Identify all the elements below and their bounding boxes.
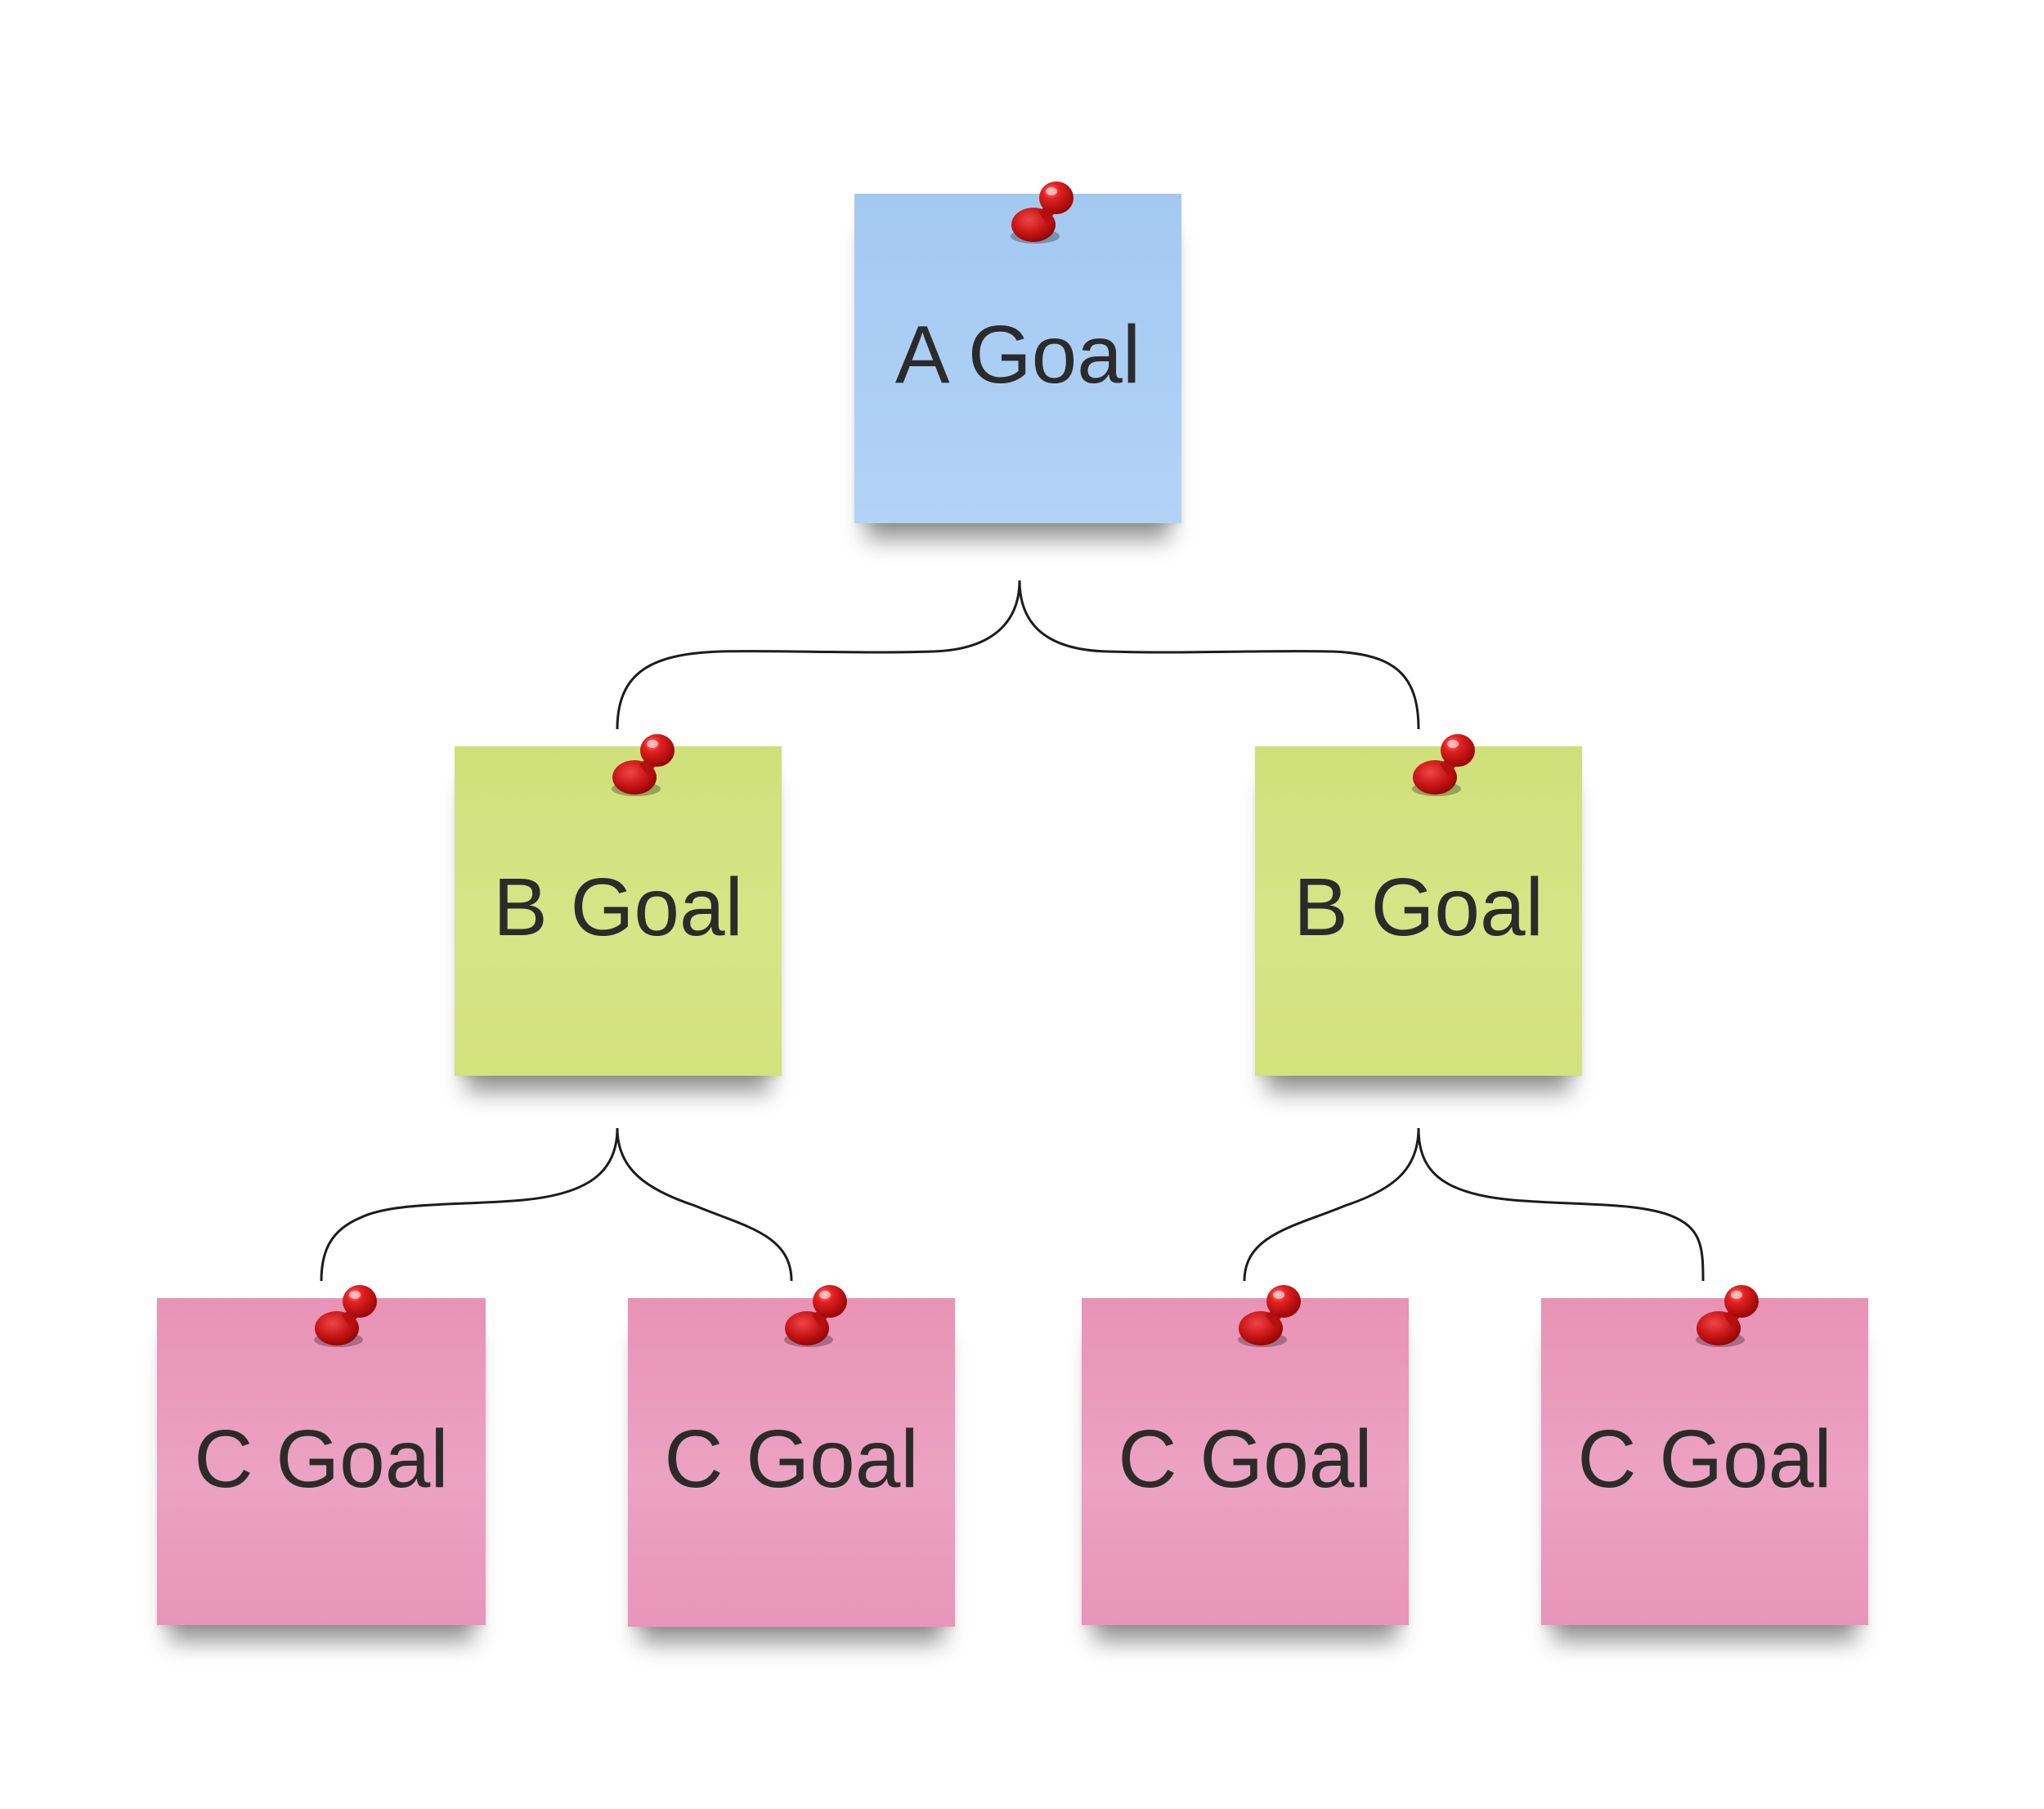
goal-note-c-1[interactable]: C Goal [157,1298,486,1625]
goal-note-label: A Goal [894,309,1141,401]
pushpin-icon [1412,734,1475,796]
connector-b2-to-c4 [1417,1127,1705,1282]
goal-note-label: C Goal [1118,1413,1373,1505]
goal-note-label: C Goal [664,1413,919,1505]
pushpin-icon [314,1285,377,1347]
goal-note-c-2[interactable]: C Goal [628,1298,955,1627]
pushpin-icon [784,1285,847,1347]
connector-a-to-b2 [1018,580,1420,730]
connector-b1-to-c2 [616,1127,793,1282]
goal-note-b-left[interactable]: B Goal [455,746,782,1076]
pushpin-icon [1238,1285,1301,1347]
pushpin-icon [1011,181,1074,244]
goal-note-a[interactable]: A Goal [854,194,1181,523]
goal-note-c-3[interactable]: C Goal [1082,1298,1409,1625]
connector-b1-to-c1 [320,1127,619,1282]
pushpin-icon [612,734,675,796]
goal-note-label: B Goal [493,862,743,953]
goal-note-label: B Goal [1293,862,1544,953]
connector-a-to-b1 [616,580,1021,730]
pushpin-icon [1696,1285,1759,1347]
goal-note-b-right[interactable]: B Goal [1255,746,1582,1076]
goal-note-label: C Goal [194,1413,449,1505]
goal-note-label: C Goal [1577,1413,1832,1505]
connector-b2-to-c3 [1243,1127,1420,1282]
goal-note-c-4[interactable]: C Goal [1541,1298,1868,1625]
